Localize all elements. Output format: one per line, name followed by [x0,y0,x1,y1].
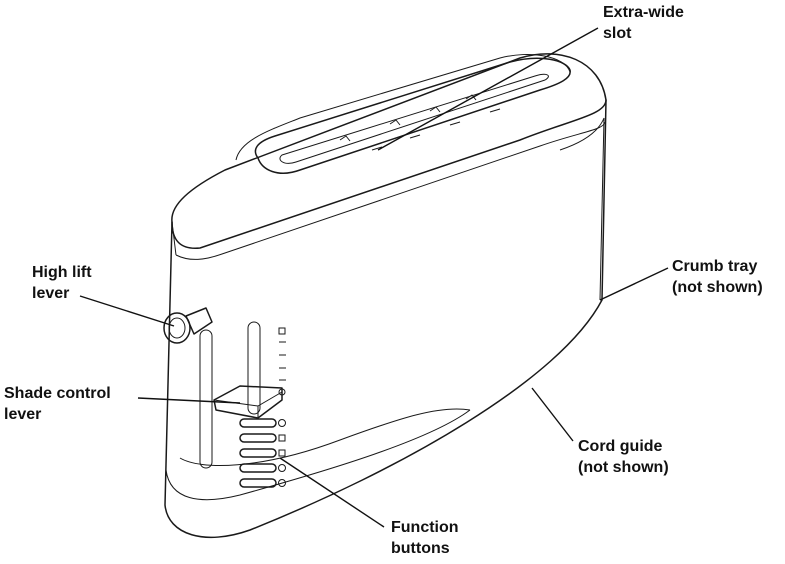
label-cord-guide: Cord guide (not shown) [578,438,669,476]
label-cord-guide-line1: Cord guide [578,438,663,455]
right-side-edge [559,117,605,301]
lift-lever-track [199,329,213,469]
label-function-buttons-line2: buttons [391,540,450,557]
label-shade-control-lever-line2: lever [4,406,41,423]
callout-crumb-tray [599,267,669,301]
label-extra-wide-slot-line1: Extra-wide [603,4,684,21]
function-button-4 [239,463,277,473]
label-crumb-tray-line2: (not shown) [672,279,763,296]
callout-cord-guide [531,387,574,442]
toaster-illustration [163,53,607,538]
label-shade-control-lever-line1: Shade control [4,385,111,402]
toaster-body [164,53,607,538]
label-extra-wide-slot-line2: slot [603,25,632,42]
function-button-3 [239,448,277,458]
callout-function-buttons [279,457,385,528]
label-high-lift-lever: High lift lever [32,264,96,302]
label-high-lift-lever-line1: High lift [32,264,92,281]
slot-opening [279,73,549,164]
label-cord-guide-line2: (not shown) [578,459,669,476]
callout-shade-control-lever [137,397,241,404]
function-button-5 [239,478,277,488]
label-crumb-tray-line1: Crumb tray [672,258,757,275]
top-face [235,53,571,161]
label-function-buttons: Function buttons [391,519,463,557]
base-band [165,409,471,501]
label-shade-control-lever: Shade control lever [4,385,115,423]
high-lift-knob [163,307,213,344]
function-button-stack [239,418,286,488]
label-extra-wide-slot: Extra-wide slot [603,4,688,42]
callout-lines [79,27,669,528]
shade-scale [278,327,286,396]
function-button-1 [239,418,277,428]
shade-lever-track [247,321,261,415]
rim-side [171,221,177,256]
slot-recess-outer [254,57,571,174]
slot-guards [339,94,501,151]
label-high-lift-lever-line2: lever [32,285,69,302]
callout-extra-wide-slot [377,27,599,151]
callout-high-lift-lever [79,295,175,327]
function-button-2 [239,433,277,443]
base-curve [179,408,471,466]
label-crumb-tray: Crumb tray (not shown) [672,258,763,296]
top-rim [171,99,607,249]
label-function-buttons-line1: Function [391,519,459,536]
